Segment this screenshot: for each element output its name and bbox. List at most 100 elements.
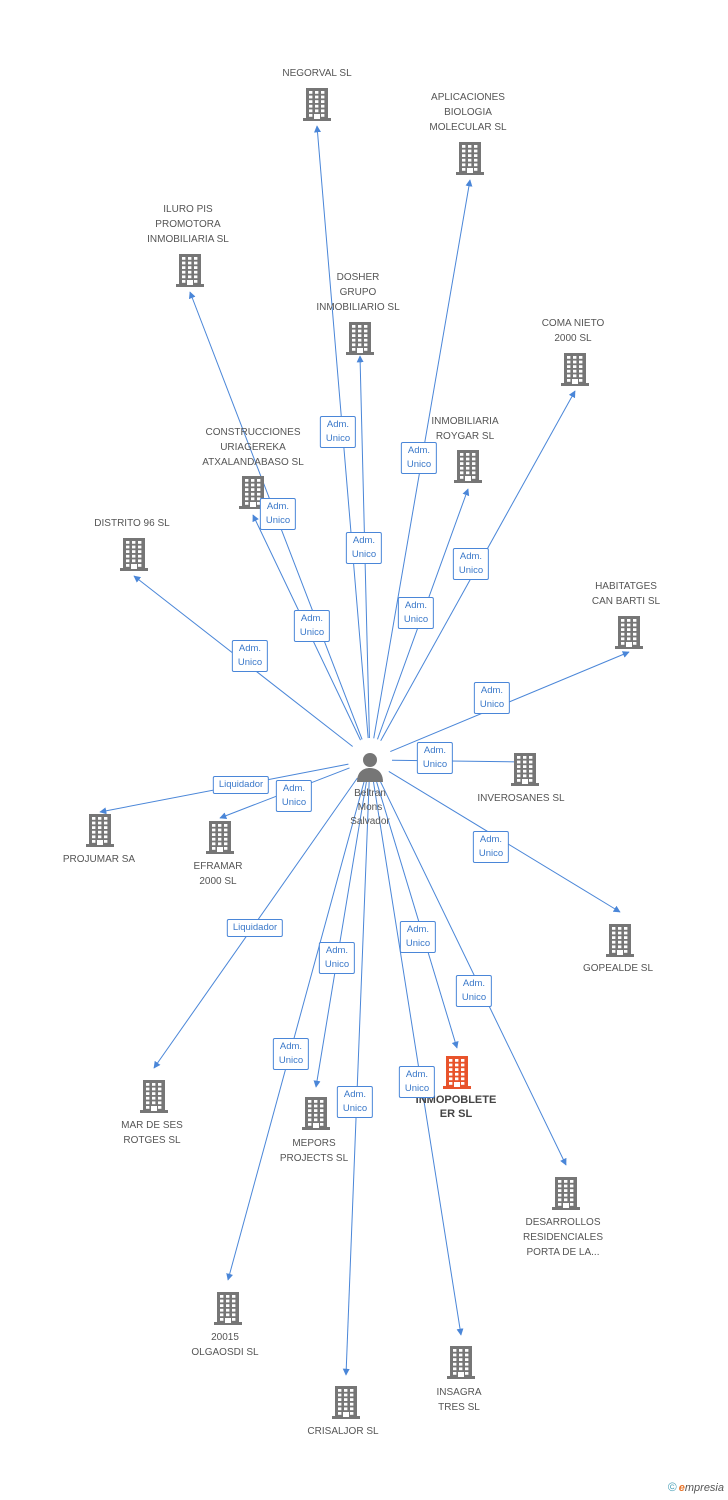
company-label-crisaljor[interactable]: CRISALJOR SL <box>283 1424 403 1439</box>
relation-label-eframar[interactable]: Adm. Unico <box>275 780 313 812</box>
company-name: MAR DE SES ROTGES SL <box>121 1120 183 1146</box>
building-icon <box>332 1386 360 1419</box>
company-name: COMA NIETO 2000 SL <box>541 318 605 344</box>
company-label-gopealde[interactable]: GOPEALDE SL <box>558 961 678 976</box>
relation-label-dosher[interactable]: Adm. Unico <box>345 532 383 564</box>
company-node-desarrollos[interactable] <box>549 1176 583 1210</box>
company-label-iluro[interactable]: ILURO PIS PROMOTORA INMOBILIARIA SL <box>128 202 248 247</box>
company-node-inverosanes[interactable] <box>508 752 542 786</box>
company-label-insagra[interactable]: INSAGRA TRES SL <box>399 1385 519 1415</box>
company-label-roygar[interactable]: INMOBILIARIA ROYGAR SL <box>405 414 525 444</box>
person-node[interactable]: Beltran Mons Salvador <box>330 750 410 829</box>
company-label-construcciones[interactable]: CONSTRUCCIONES URIAGEREKA ATXALANDABASO … <box>193 425 313 470</box>
relation-label-inmopobleteer[interactable]: Adm. Unico <box>399 921 437 953</box>
company-node-iluro[interactable] <box>173 253 207 287</box>
relation-label-aplicaciones[interactable]: Adm. Unico <box>400 442 438 474</box>
company-node-marses[interactable] <box>137 1079 171 1113</box>
company-name: CONSTRUCCIONES URIAGEREKA ATXALANDABASO … <box>202 427 304 468</box>
company-label-coma[interactable]: COMA NIETO 2000 SL <box>513 316 633 346</box>
building-icon <box>239 476 267 509</box>
relation-label-iluro[interactable]: Adm. Unico <box>259 498 297 530</box>
building-icon <box>443 1056 471 1089</box>
company-name: INMOPOBLETE ER SL <box>415 1094 497 1120</box>
building-icon <box>214 1292 242 1325</box>
edge-inverosanes <box>391 758 526 766</box>
company-label-desarrollos[interactable]: DESARROLLOS RESIDENCIALES PORTA DE LA... <box>503 1215 623 1260</box>
person-name: Beltran Mons Salvador <box>350 788 390 827</box>
relation-label-mepors[interactable]: Adm. Unico <box>318 942 356 974</box>
company-label-distrito[interactable]: DISTRITO 96 SL <box>72 516 192 531</box>
company-node-inmopobleteer[interactable] <box>440 1055 474 1089</box>
relation-label-coma[interactable]: Adm. Unico <box>452 548 490 580</box>
company-label-inmopobleteer[interactable]: INMOPOBLETE ER SL <box>396 1093 516 1121</box>
company-node-coma[interactable] <box>558 352 592 386</box>
relation-label-distrito[interactable]: Adm. Unico <box>231 640 269 672</box>
building-icon <box>302 1097 330 1130</box>
company-node-construcciones[interactable] <box>236 475 270 509</box>
company-label-marses[interactable]: MAR DE SES ROTGES SL <box>92 1118 212 1148</box>
building-icon <box>552 1177 580 1210</box>
company-node-insagra[interactable] <box>444 1345 478 1379</box>
company-label-inverosanes[interactable]: INVEROSANES SL <box>461 791 581 806</box>
relation-label-insagra[interactable]: Adm. Unico <box>398 1066 436 1098</box>
company-label-negorval[interactable]: NEGORVAL SL <box>257 66 377 81</box>
company-name: ILURO PIS PROMOTORA INMOBILIARIA SL <box>147 204 229 245</box>
company-node-eframar[interactable] <box>203 820 237 854</box>
brand-footer: ©empresia <box>668 1480 724 1494</box>
company-name: DOSHER GRUPO INMOBILIARIO SL <box>316 272 400 313</box>
company-node-olgaosdi[interactable] <box>211 1291 245 1325</box>
company-name: PROJUMAR SA <box>62 854 136 865</box>
company-node-negorval[interactable] <box>300 87 334 121</box>
relation-label-construcciones[interactable]: Adm. Unico <box>293 610 331 642</box>
company-label-aplicaciones[interactable]: APLICACIONES BIOLOGIA MOLECULAR SL <box>408 90 528 135</box>
building-icon <box>456 142 484 175</box>
relation-label-projumar[interactable]: Liquidador <box>212 776 270 794</box>
edge-mepors <box>313 781 367 1088</box>
edge-olgaosdi <box>226 781 365 1281</box>
building-icon <box>86 814 114 847</box>
company-node-gopealde[interactable] <box>603 923 637 957</box>
building-icon <box>206 821 234 854</box>
company-node-distrito[interactable] <box>117 537 151 571</box>
company-name: INVEROSANES SL <box>477 793 565 804</box>
company-label-habitatges[interactable]: HABITATGES CAN BARTI SL <box>566 579 686 609</box>
company-label-projumar[interactable]: PROJUMAR SA <box>39 852 159 867</box>
company-name: HABITATGES CAN BARTI SL <box>591 581 661 607</box>
edge-insagra <box>372 781 464 1336</box>
company-name: 20015 OLGAOSDI SL <box>191 1332 259 1358</box>
company-name: MEPORS PROJECTS SL <box>279 1138 349 1164</box>
relation-label-desarrollos[interactable]: Adm. Unico <box>455 975 493 1007</box>
relation-label-negorval[interactable]: Adm. Unico <box>319 416 357 448</box>
relation-label-habitatges[interactable]: Adm. Unico <box>473 682 511 714</box>
building-icon <box>120 538 148 571</box>
company-node-aplicaciones[interactable] <box>453 141 487 175</box>
company-label-mepors[interactable]: MEPORS PROJECTS SL <box>254 1136 374 1166</box>
copyright-symbol: © <box>667 1480 677 1494</box>
company-name: DESARROLLOS RESIDENCIALES PORTA DE LA... <box>522 1217 604 1258</box>
edge-desarrollos <box>379 779 567 1166</box>
company-node-mepors[interactable] <box>299 1096 333 1130</box>
relation-label-marses[interactable]: Liquidador <box>226 919 284 937</box>
relation-label-olgaosdi[interactable]: Adm. Unico <box>272 1038 310 1070</box>
company-name: EFRAMAR 2000 SL <box>193 861 243 887</box>
company-label-dosher[interactable]: DOSHER GRUPO INMOBILIARIO SL <box>298 270 418 315</box>
company-node-dosher[interactable] <box>343 321 377 355</box>
company-name: CRISALJOR SL <box>307 1426 379 1437</box>
company-name: GOPEALDE SL <box>582 963 654 974</box>
relation-label-roygar[interactable]: Adm. Unico <box>397 597 435 629</box>
company-node-habitatges[interactable] <box>612 615 646 649</box>
company-node-roygar[interactable] <box>451 449 485 483</box>
relation-label-inverosanes[interactable]: Adm. Unico <box>416 742 454 774</box>
company-node-projumar[interactable] <box>83 813 117 847</box>
building-icon <box>561 353 589 386</box>
relation-label-gopealde[interactable]: Adm. Unico <box>472 831 510 863</box>
company-label-eframar[interactable]: EFRAMAR 2000 SL <box>158 859 278 889</box>
company-node-crisaljor[interactable] <box>329 1385 363 1419</box>
company-name: NEGORVAL SL <box>282 68 352 79</box>
building-icon <box>140 1080 168 1113</box>
person-icon <box>357 753 383 782</box>
relation-label-crisaljor[interactable]: Adm. Unico <box>336 1086 374 1118</box>
company-label-olgaosdi[interactable]: 20015 OLGAOSDI SL <box>165 1330 285 1360</box>
building-icon <box>346 322 374 355</box>
edge-crisaljor <box>342 781 370 1376</box>
